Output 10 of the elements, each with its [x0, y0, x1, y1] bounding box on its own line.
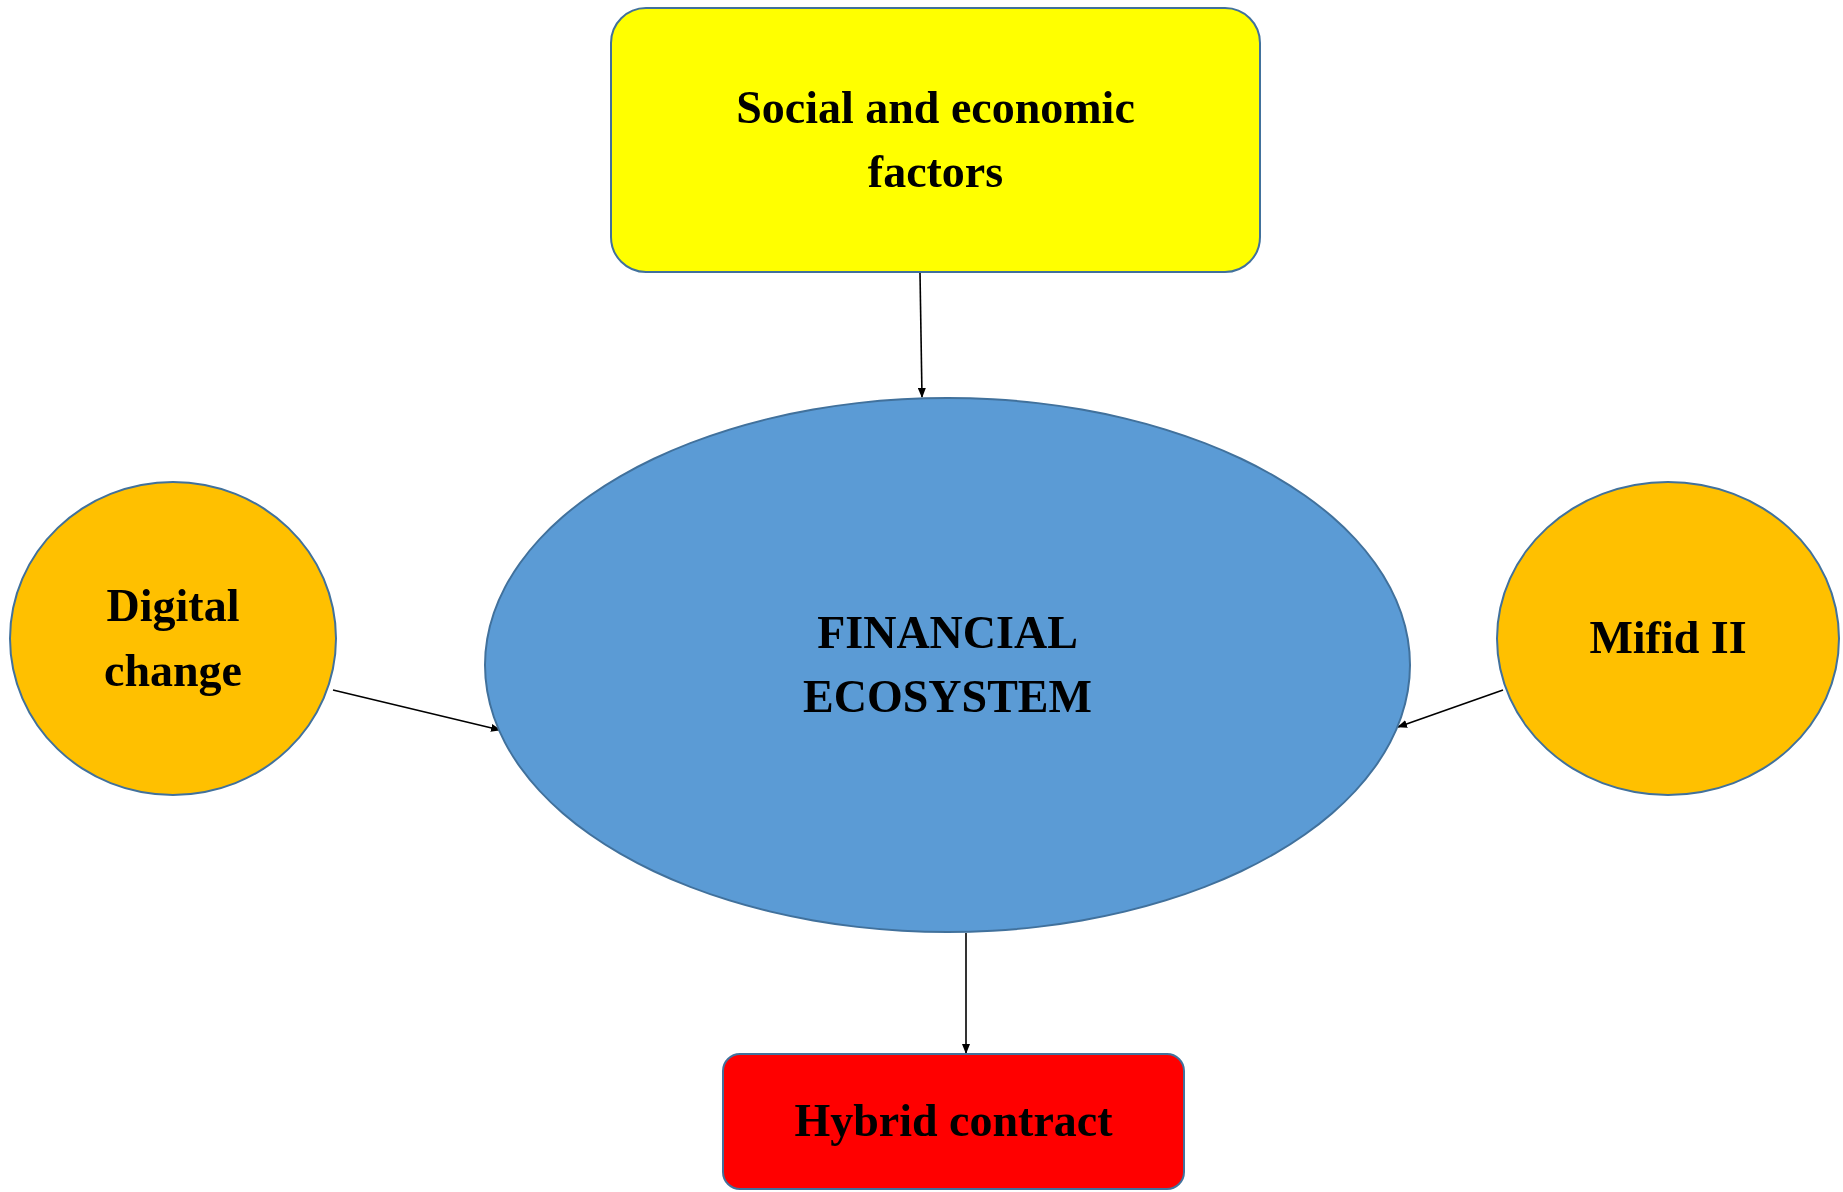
arrow — [917, 272, 926, 398]
arrow — [1397, 689, 1504, 728]
node-label: Mifid II — [1589, 611, 1747, 666]
node-label: Digital change — [103, 579, 243, 698]
node-label: Social and economic factors — [735, 80, 1136, 199]
node-label: FINANCIAL ECOSYSTEM — [802, 605, 1093, 724]
arrow — [962, 932, 970, 1054]
factor-box — [610, 7, 1261, 273]
node-label: Hybrid contract — [794, 1094, 1113, 1149]
outcome-box — [722, 1053, 1185, 1190]
